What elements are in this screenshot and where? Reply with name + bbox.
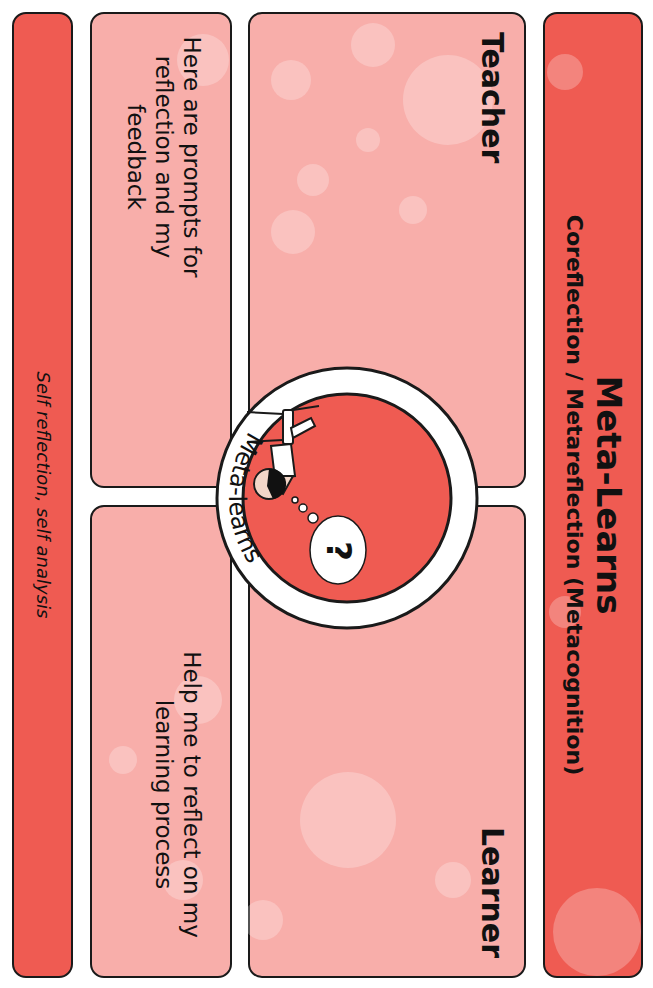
footer-band: Self reflection, self analysis <box>12 12 73 978</box>
title-band: Meta-LearnsCoreflection / Metareflection… <box>543 12 643 978</box>
box-text: Learner <box>475 525 510 958</box>
ring-text: Meta-learns <box>223 428 269 568</box>
box-text: Help me to reflect on my learning proces… <box>150 637 206 952</box>
box-text: Teacher <box>475 32 510 468</box>
circle-outline: Meta-learns <box>215 366 479 630</box>
box-text: Self reflection, self analysis <box>33 34 54 956</box>
ring-text: Meta-learns <box>223 428 269 568</box>
center-circle: Meta-learns <box>215 366 479 630</box>
box-text: Coreflection / Metareflection (Metacogni… <box>559 34 589 956</box>
question-mark: ? <box>319 536 359 566</box>
prompt-box: Help me to reflect on my learning proces… <box>90 505 232 978</box>
box-text: Here are prompts for reflection and my f… <box>122 28 206 286</box>
title-text: Meta-Learns <box>589 34 629 956</box>
prompt-box: Here are prompts for reflection and my f… <box>90 12 232 488</box>
